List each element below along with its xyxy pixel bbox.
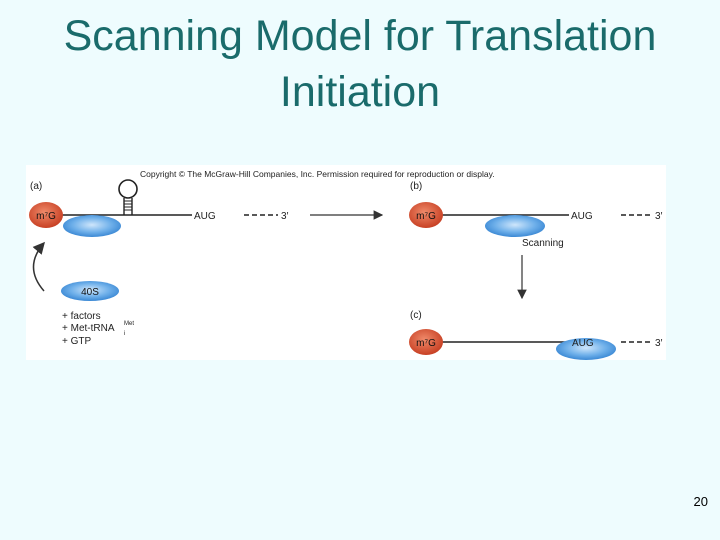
copyright-notice: Copyright © The McGraw-Hill Companies, I… — [140, 169, 495, 179]
hairpin-loop — [118, 179, 138, 215]
panel-c-cap — [409, 329, 443, 355]
panel-a-label: (a) — [30, 181, 42, 192]
factors-item-1: + factors — [62, 311, 101, 322]
panel-c-3prime: 3′ — [655, 338, 663, 349]
slide-title-line-2: Initiation — [279, 68, 441, 116]
panel-b-scanning-ribosome — [485, 215, 545, 237]
panel-c-cap-label: m⁷G — [416, 338, 436, 349]
page-number: 20 — [693, 494, 708, 509]
subunit-40s — [61, 281, 119, 301]
panel-a-3prime: 3′ — [281, 211, 289, 222]
panel-b-label: (b) — [410, 181, 422, 192]
scanning-label: Scanning — [522, 238, 564, 249]
panel-c-ribosome-at-aug — [556, 338, 616, 360]
panel-b-aug: AUG — [571, 211, 593, 222]
panel-c-label: (c) — [410, 310, 422, 321]
panel-a-bound-complex — [63, 215, 121, 237]
panel-b-3prime: 3′ — [655, 211, 663, 222]
recruitment-arrow — [32, 241, 45, 292]
subunit-40s-label: 40S — [81, 287, 99, 298]
panel-a-cap-label: m⁷G — [36, 211, 56, 222]
trna-subscript: i — [124, 331, 125, 337]
scanning-model-figure: Copyright © The McGraw-Hill Companies, I… — [26, 165, 666, 360]
panel-b-cap-label: m⁷G — [416, 211, 436, 222]
panel-b-cap — [409, 202, 443, 228]
panel-a-aug: AUG — [194, 211, 216, 222]
panel-a-cap — [29, 202, 63, 228]
panel-c-aug: AUG — [572, 338, 594, 349]
factors-item-3: + GTP — [62, 336, 92, 347]
slide-title: Scanning Model for Translation Initiatio… — [0, 8, 720, 120]
scanning-model-diagram: Copyright © The McGraw-Hill Companies, I… — [29, 169, 663, 360]
slide-title-line-1: Scanning Model for Translation — [63, 12, 657, 60]
factors-item-2: + Met-tRNA — [62, 323, 115, 334]
trna-superscript: Met — [124, 321, 134, 327]
